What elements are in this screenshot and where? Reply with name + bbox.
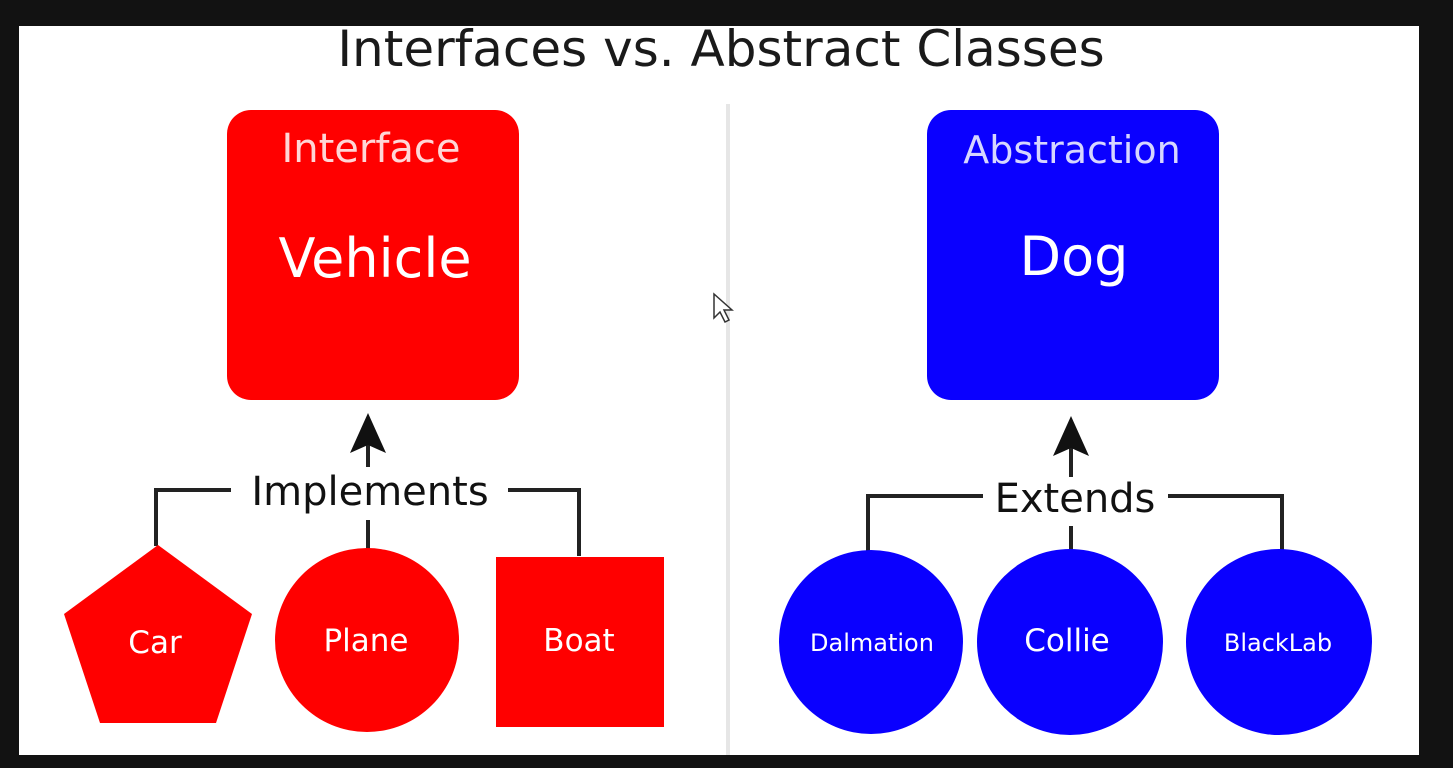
circle-shape <box>779 550 963 734</box>
diagram-canvas: Interfaces vs. Abstract Classes Interfac… <box>19 26 1419 755</box>
circle-shape <box>275 548 459 732</box>
implements-label: Implements <box>251 469 488 515</box>
extends-connector-right <box>1168 494 1284 554</box>
child-label-dalmation: Dalmation <box>810 629 934 657</box>
pentagon-shape <box>64 545 252 723</box>
child-car: Car <box>64 545 252 723</box>
child-label-collie: Collie <box>1024 623 1110 659</box>
child-boat: Boat <box>496 557 664 727</box>
interface-box-kind: Interface <box>281 126 460 172</box>
abstraction-box-kind: Abstraction <box>963 128 1180 172</box>
implements-connector-right <box>508 488 581 556</box>
abstraction-box-name: Dog <box>1020 225 1129 288</box>
interface-box-name: Vehicle <box>278 227 471 290</box>
extends-label: Extends <box>995 476 1156 522</box>
interface-panel: Interface Vehicle Implements Car Plane <box>64 110 664 732</box>
circle-shape <box>977 549 1163 735</box>
implements-connector-left <box>154 488 231 546</box>
circle-shape <box>1186 549 1372 735</box>
child-label-boat: Boat <box>543 623 614 659</box>
extends-connector-left <box>866 494 983 554</box>
interface-box <box>227 110 519 400</box>
diagram-title: Interfaces vs. Abstract Classes <box>337 26 1104 78</box>
abstraction-box <box>927 110 1219 400</box>
child-label-car: Car <box>128 625 182 661</box>
child-label-plane: Plane <box>323 623 408 659</box>
mouse-pointer-icon <box>713 292 734 324</box>
child-dalmation: Dalmation <box>779 550 963 734</box>
diagram-svg: Interfaces vs. Abstract Classes Interfac… <box>64 26 1372 755</box>
child-label-blacklab: BlackLab <box>1224 629 1332 657</box>
square-shape <box>496 557 664 727</box>
child-collie: Collie <box>977 549 1163 735</box>
child-plane: Plane <box>275 548 459 732</box>
extends-arrowhead <box>1053 416 1089 456</box>
implements-arrowhead <box>350 413 386 453</box>
child-blacklab: BlackLab <box>1186 549 1372 735</box>
abstraction-panel: Abstraction Dog Extends Dalmation Colli <box>779 110 1372 735</box>
